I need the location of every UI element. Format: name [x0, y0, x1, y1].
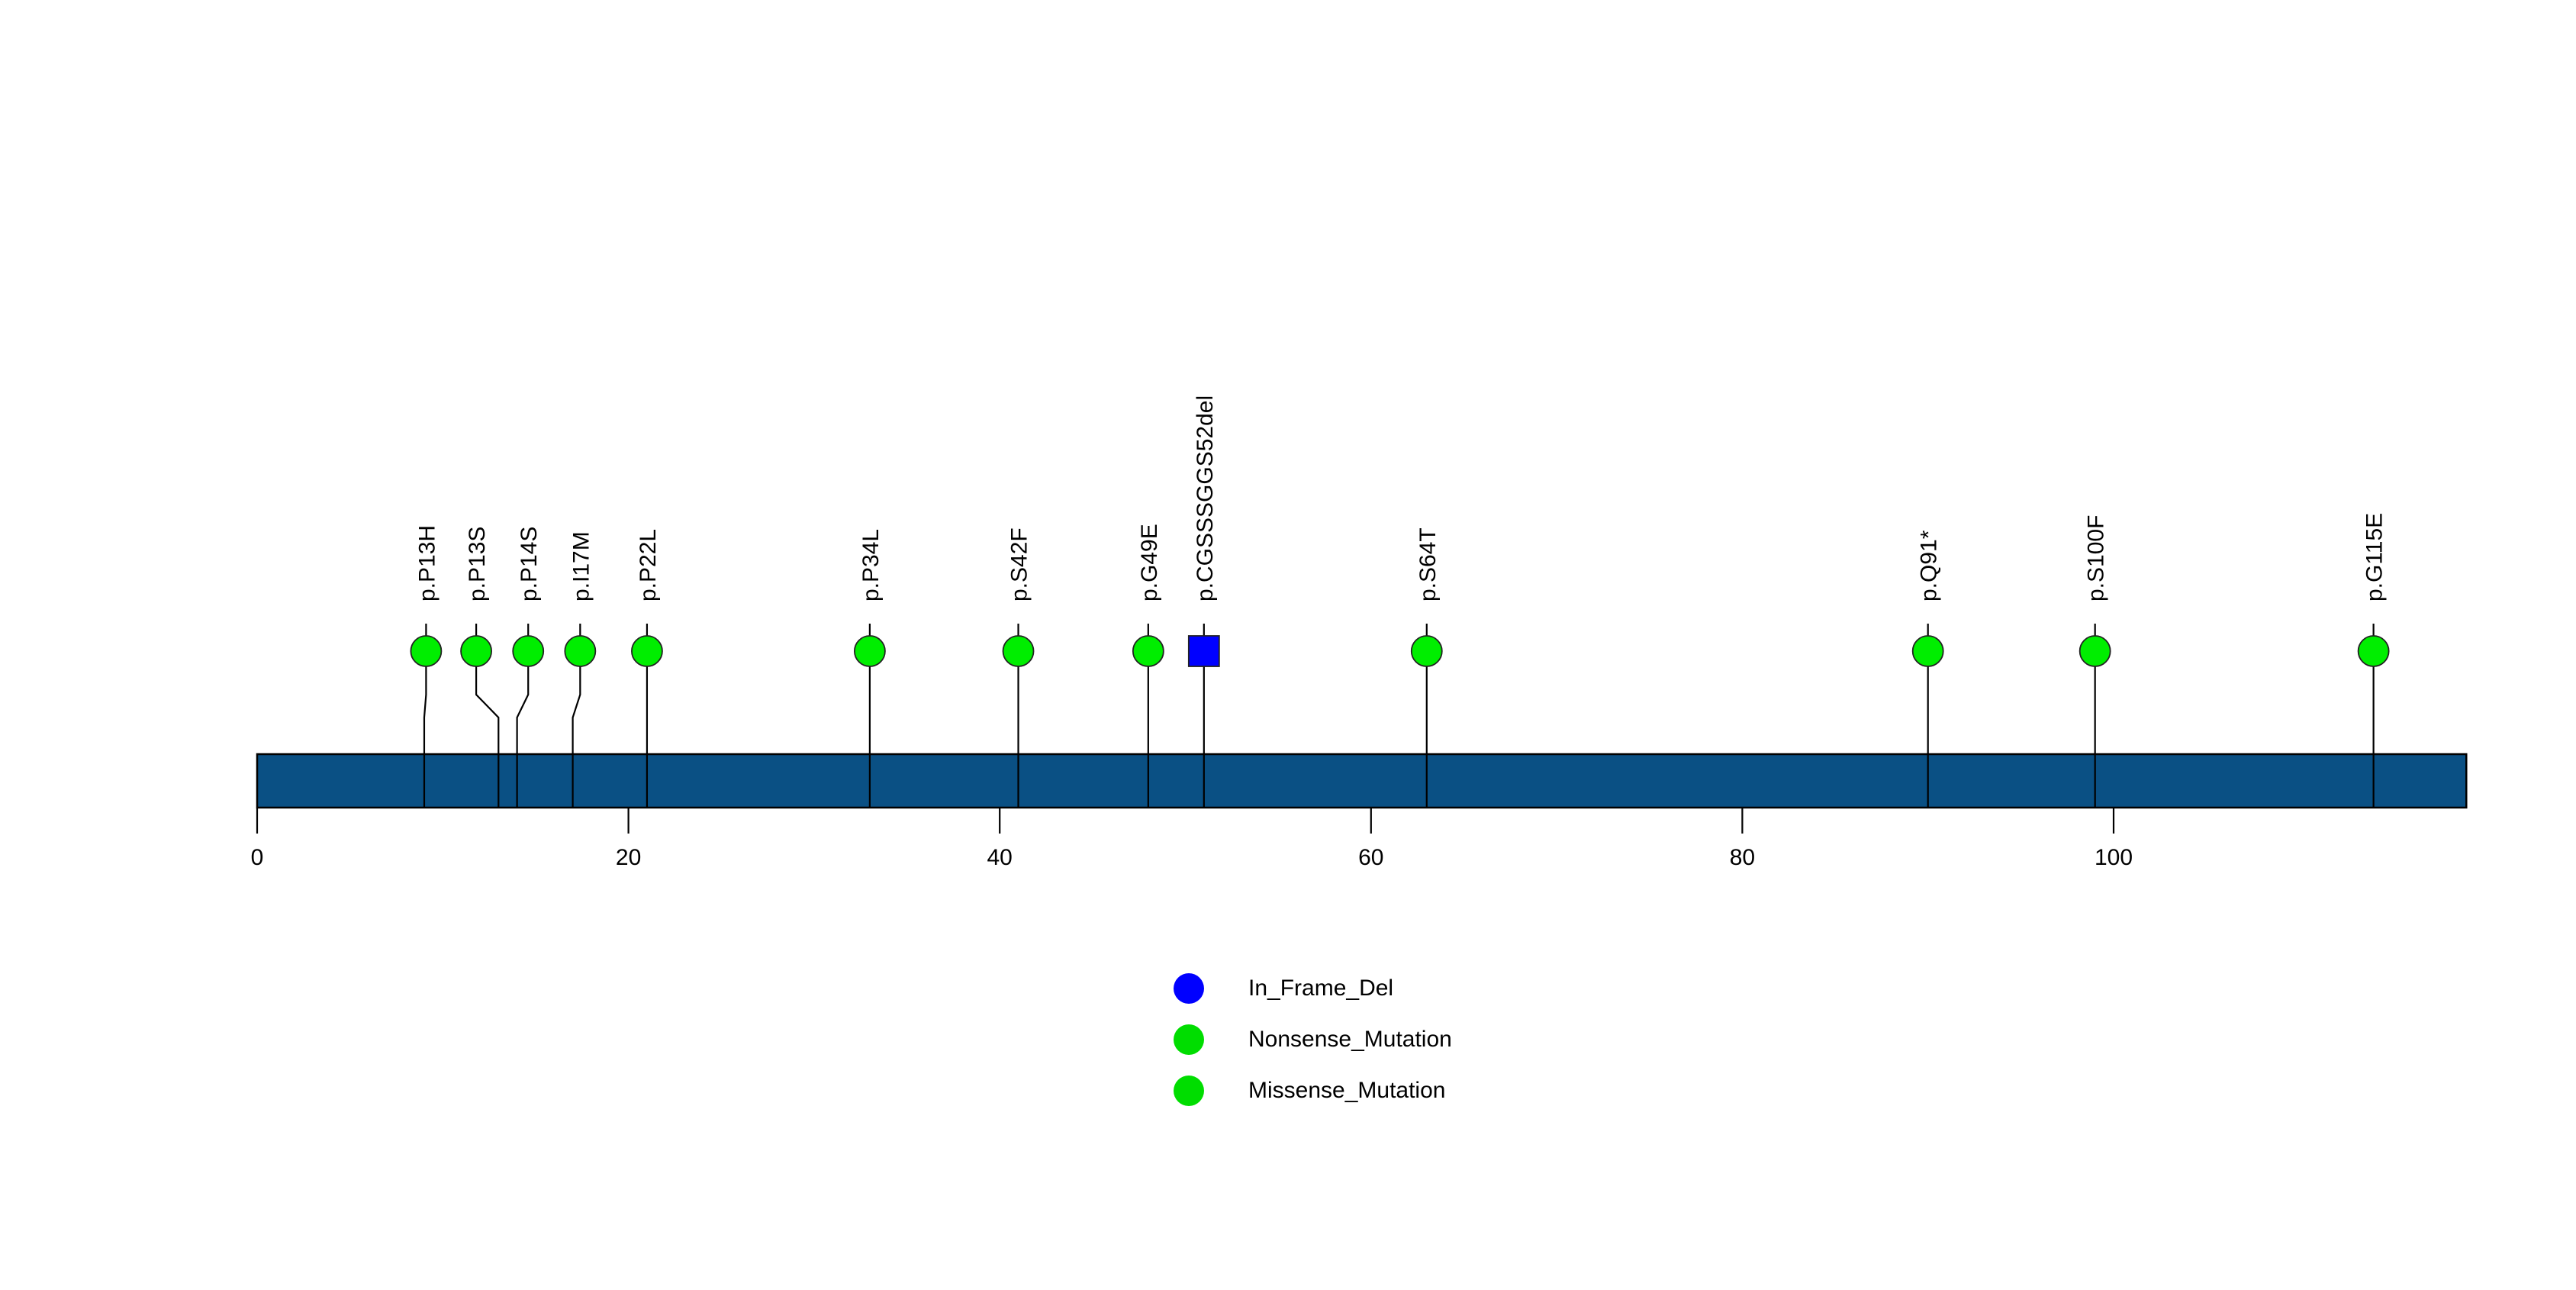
- lollipop-marker[interactable]: p.P34L (Missense_Mutation): [853, 635, 886, 667]
- lollipop-marker[interactable]: p.S42F (Missense_Mutation): [1002, 635, 1035, 667]
- mutation-label: p.S64T: [1415, 527, 1441, 601]
- lollipop-marker[interactable]: p.P13S (Missense_Mutation): [460, 635, 492, 667]
- lollipop-marker[interactable]: p.P22L (Missense_Mutation): [631, 635, 663, 667]
- lollipop-marker[interactable]: p.I17M (Missense_Mutation): [564, 635, 597, 667]
- lollipop-marker[interactable]: p.CGSSSGGS52del (In_Frame_Del): [1187, 635, 1220, 667]
- lollipop-marker[interactable]: p.P14S (Missense_Mutation): [512, 635, 545, 667]
- x-axis-tick-label: 60: [1358, 845, 1383, 870]
- mutation-label: p.P14S: [517, 527, 542, 601]
- mutation-label: p.I17M: [568, 531, 594, 601]
- x-axis-tick-label: 20: [616, 845, 641, 870]
- protein-backbone-track: [256, 753, 2468, 809]
- mutation-label: p.CGSSSGGS52del: [1193, 395, 1218, 601]
- lollipop-marker[interactable]: p.S100F (Missense_Mutation): [2079, 635, 2111, 667]
- lollipop-marker[interactable]: p.G49E (Missense_Mutation): [1132, 635, 1164, 667]
- x-axis-tick-label: 80: [1730, 845, 1755, 870]
- lollipop-marker[interactable]: p.G115E (Missense_Mutation): [2357, 635, 2390, 667]
- legend-label[interactable]: In_Frame_Del: [1248, 976, 1393, 1001]
- mutation-label: p.P34L: [858, 529, 884, 601]
- x-axis-tick-label: 40: [987, 845, 1013, 870]
- legend-swatch[interactable]: [1174, 973, 1204, 1004]
- mutation-label: p.P13S: [465, 527, 490, 601]
- mutation-label: p.G115E: [2362, 513, 2388, 601]
- mutation-labels: p.P13H p.P13S p.P14S p.I17M p.P22L p.P34L p.S4…: [414, 395, 2387, 601]
- protein-backbone-bar: [256, 753, 2468, 809]
- legend-label[interactable]: Missense_Mutation: [1248, 1078, 1445, 1103]
- mutation-label: p.S100F: [2084, 515, 2109, 601]
- legend[interactable]: In_Frame_DelNonsense_MutationMissense_Mu…: [1174, 973, 1452, 1106]
- mutation-label: p.G49E: [1137, 524, 1162, 601]
- lollipop-marker[interactable]: p.S64T (Missense_Mutation): [1410, 635, 1443, 667]
- mutation-label: p.Q91*: [1917, 530, 1942, 601]
- x-axis: 0 20 40 60 80 100: [251, 808, 2133, 870]
- x-axis-tick-label: 0: [251, 845, 264, 870]
- lollipop-markers[interactable]: p.P13H (Missense_Mutation) p.P13S (Missen…: [410, 635, 2390, 667]
- lollipop-marker[interactable]: p.Q91* (Nonsense_Mutation): [1911, 635, 1944, 667]
- mutation-label: p.P13H: [414, 525, 440, 601]
- mutation-label: p.S42F: [1007, 527, 1032, 601]
- lollipop-marker[interactable]: p.P13H (Missense_Mutation): [410, 635, 443, 667]
- x-axis-tick-label: 100: [2095, 845, 2133, 870]
- legend-label[interactable]: Nonsense_Mutation: [1248, 1027, 1452, 1052]
- legend-swatch[interactable]: [1174, 1076, 1204, 1106]
- legend-swatch[interactable]: [1174, 1024, 1204, 1055]
- mutation-label: p.P22L: [636, 529, 661, 601]
